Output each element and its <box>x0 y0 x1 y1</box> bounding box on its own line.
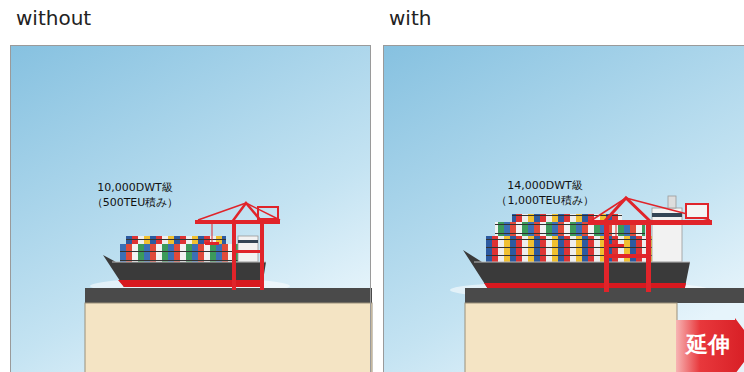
sky <box>10 45 371 372</box>
panel-frame: with14,000DWT級 （1,000TEU積み）延伸 <box>383 45 744 372</box>
ship-funnel <box>668 196 676 208</box>
crane-brace <box>604 254 651 258</box>
extension-arrow: 延伸 <box>676 318 744 372</box>
panel-title: with <box>389 5 589 31</box>
crane-spreader <box>608 244 624 247</box>
ship-label: 14,000DWT級 （1,000TEU積み） <box>490 178 600 208</box>
bridge-windows <box>652 213 682 217</box>
container-stack <box>126 236 226 244</box>
crane-leg <box>260 222 264 290</box>
crane-cable <box>212 224 213 242</box>
ship-bridge <box>652 208 682 262</box>
deck-line <box>112 262 266 263</box>
crane-leg <box>232 222 236 290</box>
crane-brace <box>232 250 264 253</box>
crane-tie <box>198 203 246 220</box>
container-stack <box>120 244 238 262</box>
bridge-windows <box>238 240 258 243</box>
quay-wall <box>465 303 677 372</box>
crane-tie <box>626 198 710 220</box>
crane-tie <box>246 203 280 220</box>
quay-wall <box>85 303 372 372</box>
crane-tie <box>592 198 626 220</box>
crane-frame <box>604 198 651 222</box>
arrow-body <box>676 318 744 372</box>
deck-line <box>474 262 690 263</box>
quay-top <box>85 288 372 303</box>
arrow-label: 延伸 <box>686 331 744 359</box>
ship-label: 10,000DWT級 （500TEU積み） <box>80 180 190 210</box>
hull-stripe <box>118 280 264 287</box>
crane-cable <box>616 225 617 244</box>
ship-hull <box>103 255 266 287</box>
ship-bridge <box>238 236 258 262</box>
crane-spreader <box>205 242 219 245</box>
container-stack <box>486 236 652 262</box>
ship-hull <box>463 250 690 292</box>
panel-frame: without10,000DWT級 （500TEU積み） <box>10 45 371 372</box>
crane-house <box>258 207 278 219</box>
panel-title: without <box>16 5 216 31</box>
crane-boom <box>195 220 280 224</box>
crane-house <box>686 204 708 218</box>
